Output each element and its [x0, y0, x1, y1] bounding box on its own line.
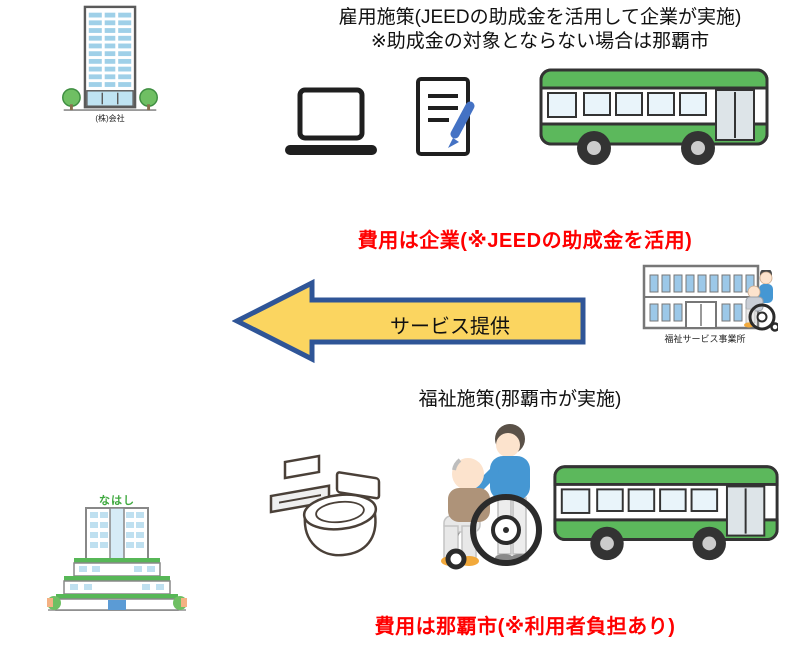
- company-building-caption: (株)会社: [95, 114, 125, 123]
- city-hall-sign: なはし: [99, 495, 135, 507]
- wheelchair-user-icon: [742, 270, 778, 332]
- welfare-policy-title: 福祉施策(那覇市が実施): [418, 389, 622, 410]
- document-pencil-icon: [415, 76, 479, 158]
- employment-title-line1: 雇用施策(JEEDの助成金を活用して企業が実施): [338, 7, 742, 28]
- bus-icon-top: [536, 60, 772, 170]
- employment-cost-note: 費用は企業(※JEEDの助成金を活用): [357, 230, 693, 252]
- welfare-cost-note: 費用は那覇市(※利用者負担あり): [374, 616, 676, 638]
- employment-title-line2: ※助成金の対象とならない場合は那覇市: [370, 31, 710, 52]
- service-office-caption: 福祉サービス事業所: [664, 334, 746, 344]
- caregiver-wheelchair-icon: [418, 420, 550, 570]
- bus-icon-bottom: [550, 452, 782, 570]
- employment-policy-title: 雇用施策(JEEDの助成金を活用して企業が実施) ※助成金の対象とならない場合は…: [300, 6, 780, 54]
- office-building-icon: [642, 262, 760, 332]
- service-arrow-label: サービス提供: [390, 316, 510, 338]
- tall-office-building-icon: [58, 4, 162, 112]
- accessible-toilet-icon: [263, 450, 391, 564]
- laptop-icon: [283, 86, 379, 160]
- service-arrow: [232, 277, 588, 365]
- naha-city-hall-icon: [46, 504, 188, 618]
